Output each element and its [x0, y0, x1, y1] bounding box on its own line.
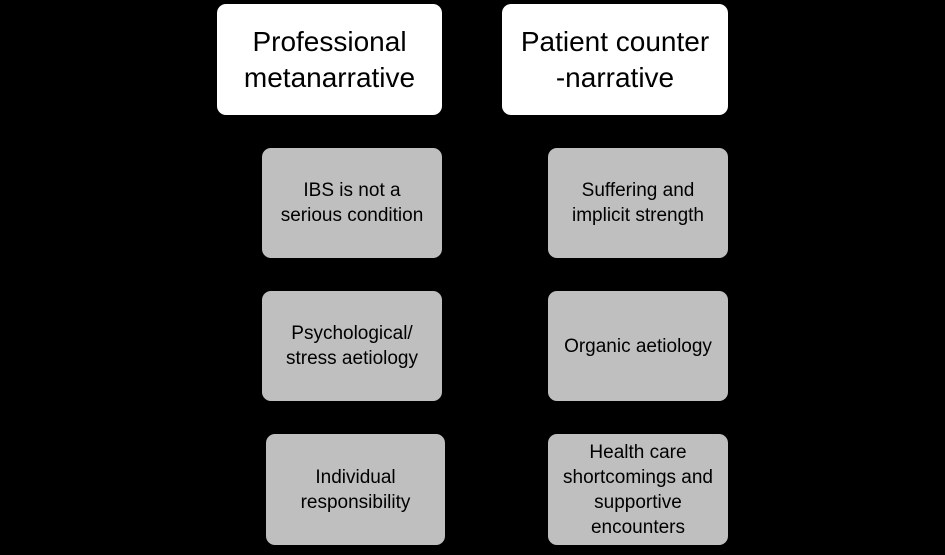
patient-item-3: Health care shortcomings and supportive … — [548, 434, 728, 545]
item-label: Organic aetiology — [564, 335, 712, 357]
patient-item-2: Organic aetiology — [548, 291, 728, 401]
item-label: IBS is not a serious condition — [280, 180, 424, 226]
item-label: Individual responsibility — [300, 466, 411, 513]
professional-item-3: Individual responsibility — [266, 434, 445, 545]
patient-counter-narrative-header: Patient counter -narrative — [502, 4, 728, 115]
item-label: Suffering and implicit strength — [572, 180, 704, 226]
professional-metanarrative-header: Professional metanarrative — [217, 4, 442, 115]
professional-item-2: Psychological/ stress aetiology — [262, 291, 442, 401]
header-label: Professional metanarrative — [243, 25, 416, 93]
header-label: Patient counter -narrative — [520, 25, 710, 93]
item-label: Psychological/ stress aetiology — [285, 323, 418, 369]
patient-item-1: Suffering and implicit strength — [548, 148, 728, 258]
item-label: Health care shortcomings and supportive … — [563, 441, 713, 538]
professional-item-1: IBS is not a serious condition — [262, 148, 442, 258]
